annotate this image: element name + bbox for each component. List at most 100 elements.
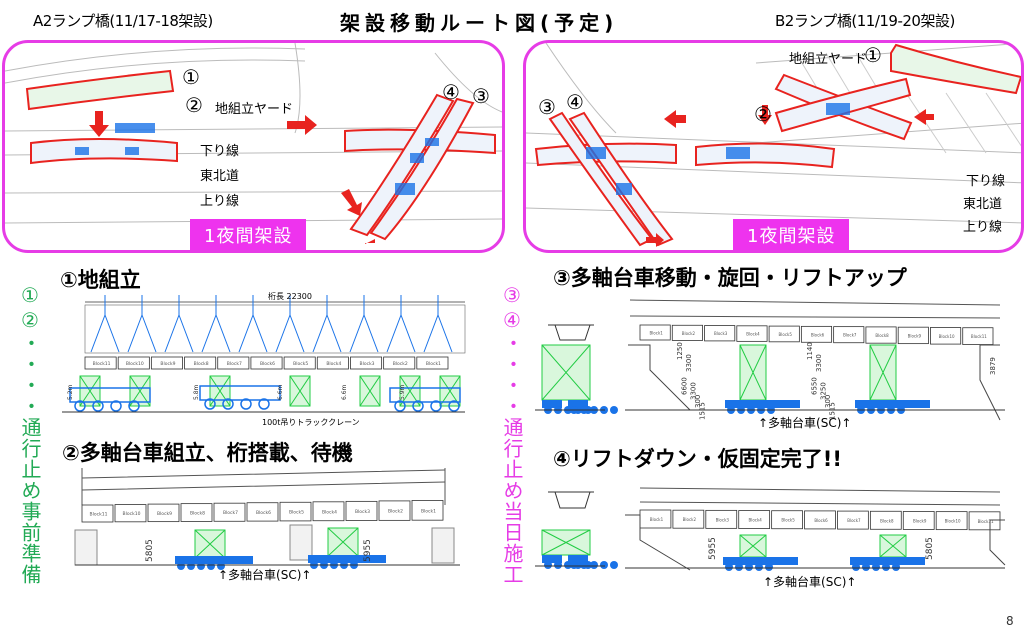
- a2-ramp-bridge-label: A2ランプ橋(11/17-18架設): [33, 12, 213, 30]
- carrier-wheel: [207, 562, 215, 570]
- block-label: Block5: [779, 332, 793, 337]
- block-label: Block1: [649, 331, 663, 336]
- carrier-wheel: [765, 563, 773, 571]
- section-3-heading: ③多軸台車移動・旋回・リフトアップ: [553, 266, 907, 290]
- height-dimension: 3300: [685, 354, 693, 372]
- tower-bracing: [327, 527, 359, 557]
- block-label: Block9: [157, 511, 172, 517]
- lifting-sling: [275, 295, 305, 353]
- height-dimension: 3300: [690, 382, 698, 400]
- up-line-label: 上り線: [963, 220, 1003, 235]
- span-length-label: 桁長 22300: [268, 292, 312, 301]
- block-label: Block4: [326, 361, 341, 367]
- height-dimension: 1140: [806, 342, 814, 360]
- carrier-wheel: [862, 563, 870, 571]
- deck-outline: [639, 487, 1001, 506]
- crane-wheel: [394, 400, 406, 412]
- height-dimension-3879: 3879: [989, 357, 997, 375]
- girder-block: [935, 511, 968, 531]
- block-label: Block9: [908, 333, 922, 338]
- block-label: Block7: [847, 518, 861, 523]
- girder-block: [117, 356, 150, 370]
- crane-wheel: [92, 400, 104, 412]
- assembly-yard-label: 地組立ヤード: [215, 102, 294, 117]
- block-label: Block10: [123, 511, 141, 517]
- tower-bracing: [359, 375, 381, 407]
- multi-axle-carrier: [542, 400, 562, 408]
- girder-block: [411, 500, 444, 521]
- girder-block: [902, 511, 935, 530]
- a2-plan-drawing: [5, 43, 502, 244]
- girder-block: [246, 502, 279, 522]
- block-label: Block5: [293, 361, 308, 367]
- carrier-wheel: [725, 563, 733, 571]
- expressway-label: 東北道: [963, 197, 1003, 212]
- height-dimension: 300: [694, 395, 702, 408]
- girder-block: [705, 509, 738, 529]
- height-dimension-5955: 5955: [363, 539, 373, 562]
- carrier-wheel: [600, 561, 608, 569]
- truck-crane: [199, 385, 281, 401]
- block-label: Block3: [716, 517, 730, 522]
- down-line-label: 下り線: [200, 144, 240, 159]
- height-dimension: 3250: [820, 382, 828, 400]
- block-label: Block7: [223, 510, 238, 516]
- girder-block: [150, 356, 183, 370]
- height-dimension: 3300: [815, 354, 823, 372]
- crane-wheel: [204, 398, 216, 410]
- height-dimension-5955: 5955: [708, 537, 718, 560]
- girder-block: [217, 356, 250, 370]
- tower-bracing: [739, 534, 767, 558]
- step-4-marker: ④: [566, 90, 584, 114]
- girder-block: [962, 327, 994, 345]
- tower-bracing: [541, 344, 591, 401]
- multi-axle-carrier: [855, 400, 930, 408]
- advance-preparation-note: ①②・・・・通行止め事前準備: [18, 283, 42, 585]
- block-label: Block8: [190, 511, 205, 517]
- step-3-marker: ③: [472, 84, 490, 108]
- girder-block: [771, 510, 803, 530]
- multi-axle-carrier: [568, 400, 588, 408]
- pier-bent: [74, 529, 98, 566]
- crane-wheel: [240, 398, 252, 410]
- lifting-sling: [386, 295, 416, 353]
- carrier-wheel: [217, 562, 225, 570]
- carrier-wheel: [570, 561, 578, 569]
- carrier-wheel: [745, 563, 753, 571]
- girder-block: [147, 503, 180, 523]
- block-label: Block11: [978, 519, 994, 524]
- block-label: Block1: [426, 361, 441, 367]
- section-1-heading: ①地組立: [60, 268, 141, 292]
- carrier-wheel: [892, 563, 900, 571]
- girder-block: [114, 504, 147, 523]
- block-label: Block1: [421, 508, 436, 514]
- block-label: Block4: [746, 332, 760, 337]
- carrier-wheel: [177, 562, 185, 570]
- height-dimension-5805: 5805: [145, 539, 155, 562]
- girder-block: [84, 356, 117, 370]
- block-label: Block8: [194, 361, 209, 367]
- deck-outline: [81, 469, 446, 491]
- multi-axle-carrier: [308, 555, 386, 563]
- block-label: Block8: [880, 518, 894, 523]
- carrier-wheel: [197, 562, 205, 570]
- lifting-frame: [84, 304, 466, 354]
- block-label: Block11: [93, 361, 111, 367]
- girder-block: [768, 325, 800, 343]
- deck-outline: [629, 299, 1001, 319]
- girder-block: [316, 356, 349, 370]
- lifting-sling: [201, 295, 231, 353]
- block-label: Block6: [814, 518, 828, 523]
- section-4-heading: ④リフトダウン・仮固定完了!!: [553, 447, 842, 471]
- step-4-marker: ④: [442, 80, 460, 104]
- girder-block: [837, 510, 869, 530]
- carrier-wheel: [755, 563, 763, 571]
- carrier-wheel: [544, 561, 552, 569]
- block-label: Block1: [650, 517, 664, 522]
- girder-block: [378, 500, 411, 521]
- tower-bracing: [289, 375, 311, 407]
- tower-bracing: [739, 344, 767, 401]
- multi-axle-carrier: [725, 400, 800, 408]
- girder-block: [930, 327, 962, 345]
